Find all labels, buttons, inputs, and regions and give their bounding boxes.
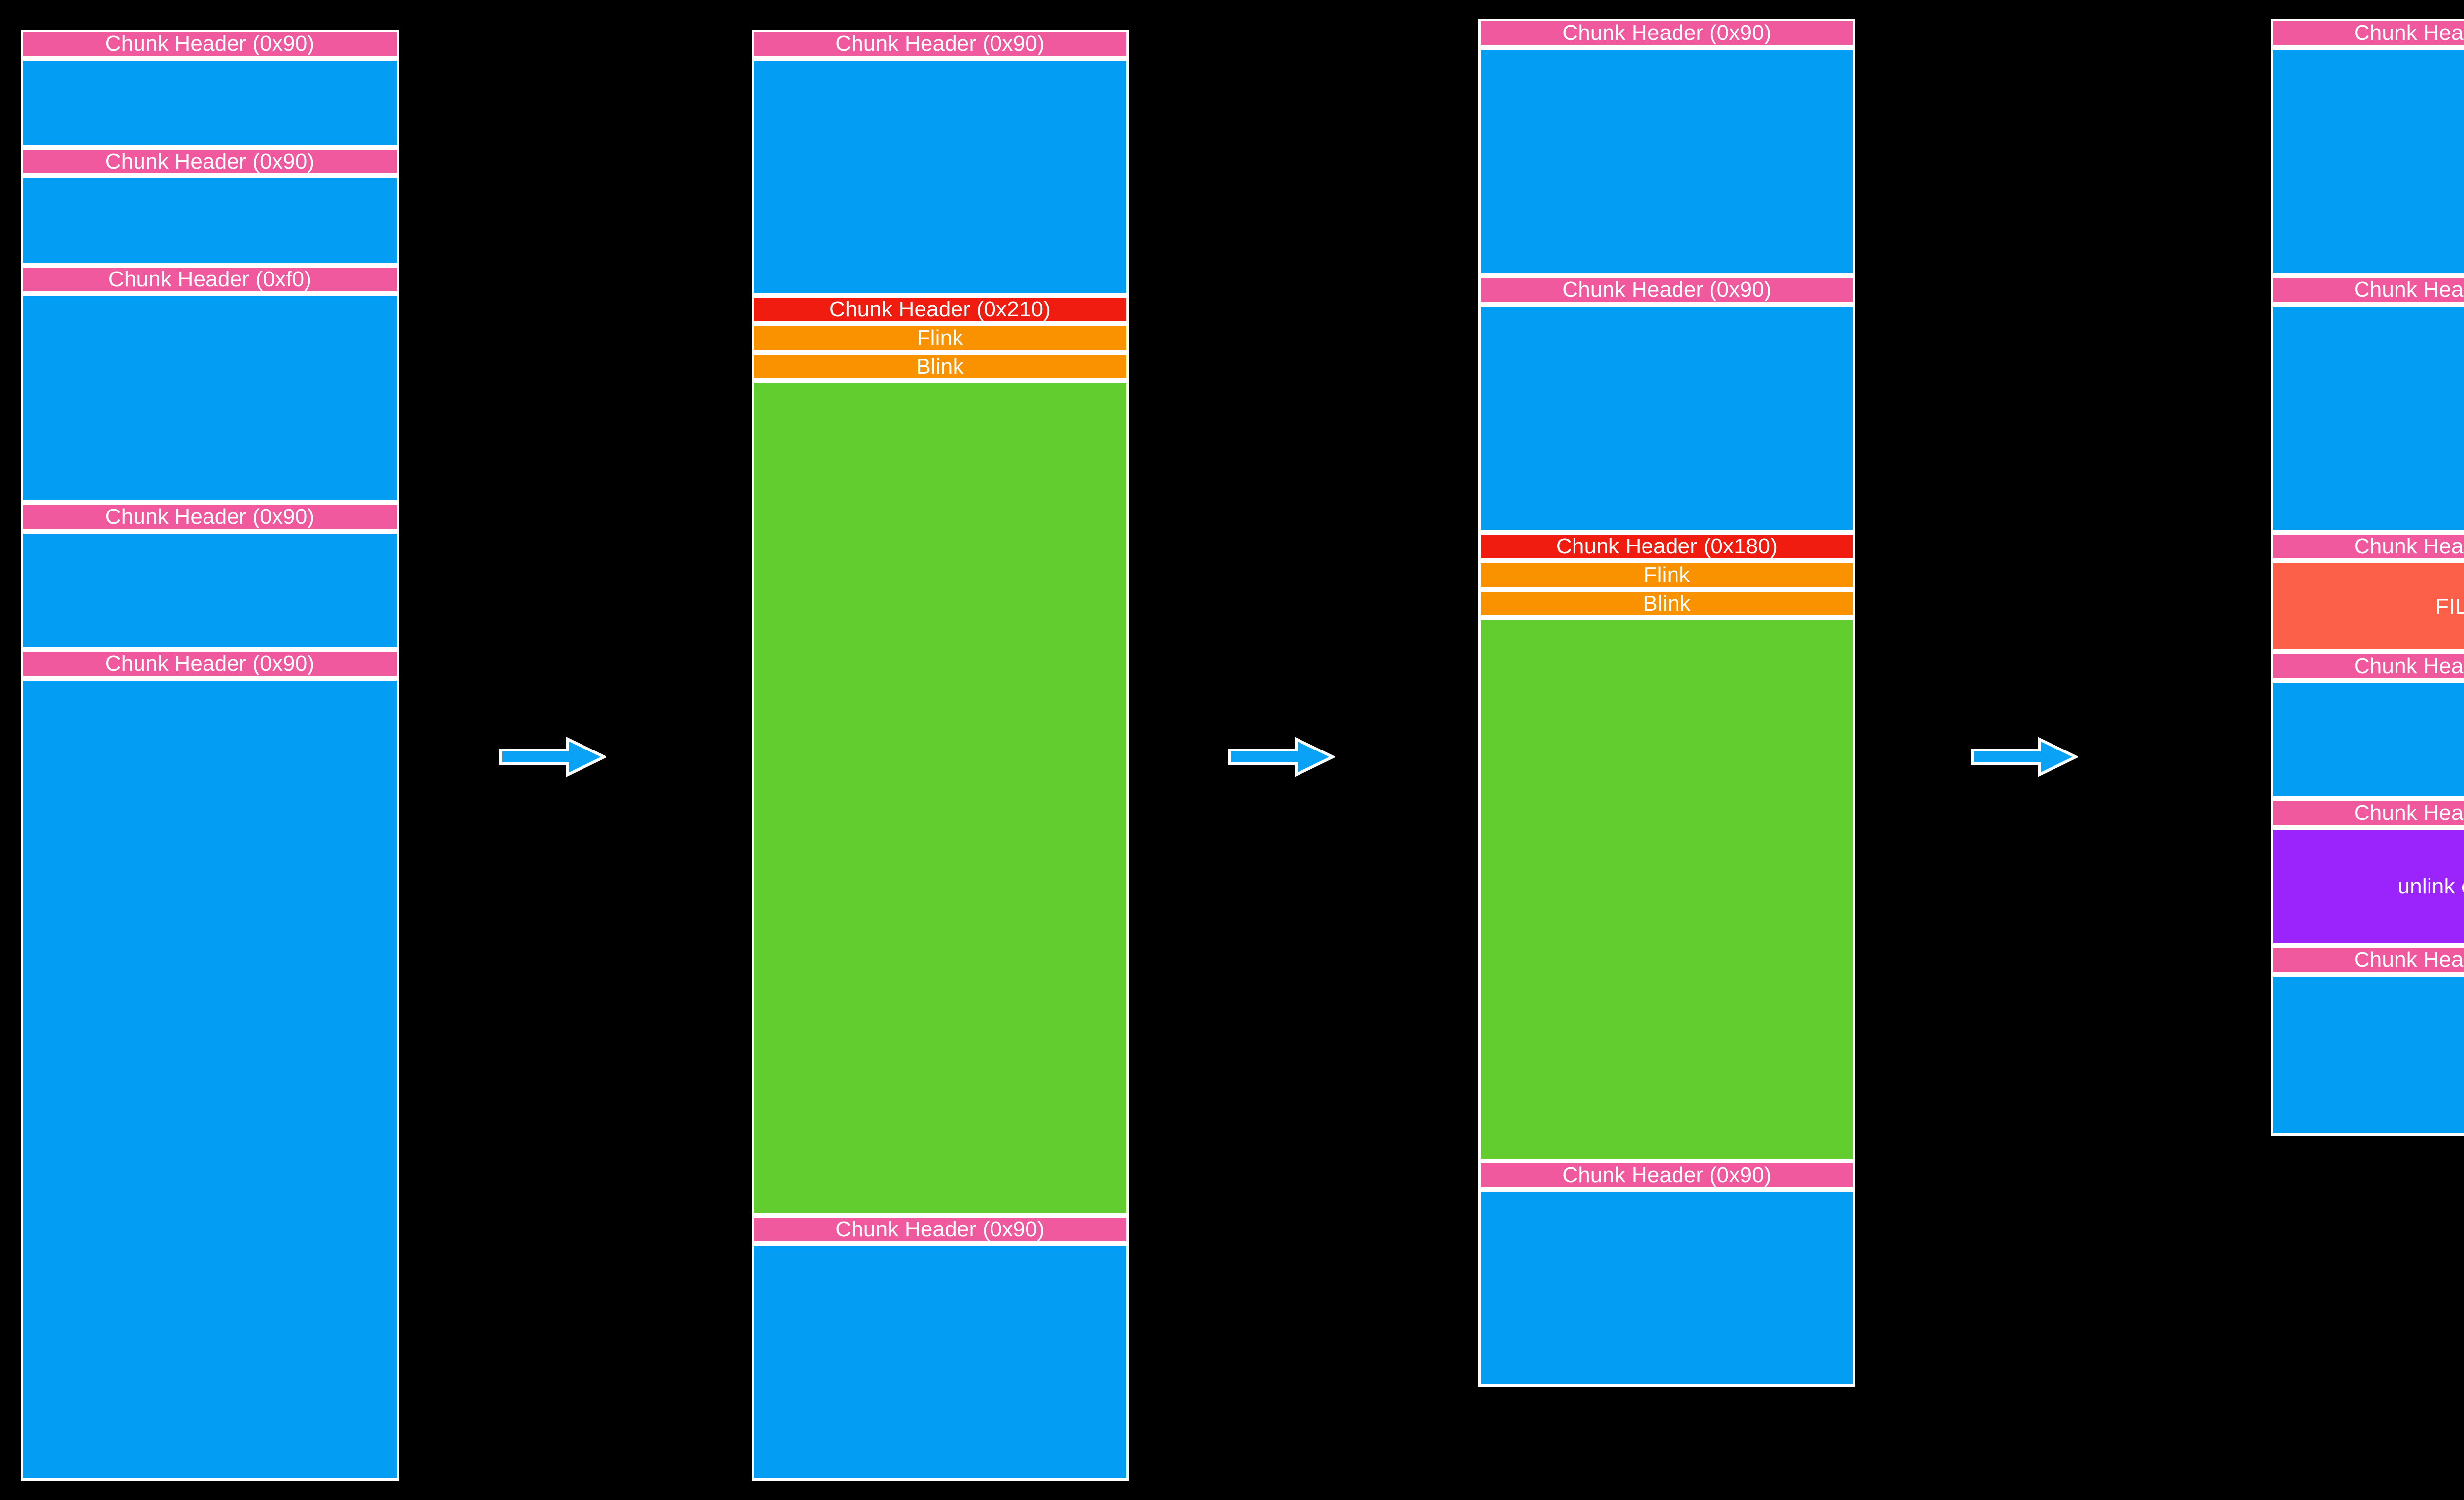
chunk-body-block — [752, 1244, 1129, 1481]
blink-pointer-block: Blink — [1478, 589, 1855, 618]
chunk-body-block — [21, 294, 399, 503]
chunk-header-block: Chunk Header (0x90) — [2271, 19, 2464, 47]
chunk-body-block — [21, 58, 399, 147]
chunk-header-block: Chunk Header (0x90) — [2271, 275, 2464, 304]
chunk-header-block: Chunk Header (0xf0) — [21, 265, 399, 294]
file-struct-block: FILE — [2271, 561, 2464, 652]
chunk-body-block — [21, 531, 399, 649]
chunk-body-block — [1478, 304, 1855, 532]
chunk-body-block — [2271, 681, 2464, 799]
chunk-header-block: Chunk Header (0x90) — [752, 1215, 1129, 1244]
flink-pointer-block: Flink — [752, 324, 1129, 352]
stage-arrow-1 — [499, 736, 606, 778]
chunk-header-block: Chunk Header (0x90) — [1478, 1161, 1855, 1190]
chunk-header-block: Chunk Header (0x90) — [2271, 652, 2464, 681]
chunk-header-block: Chunk Header (0x90) — [1478, 275, 1855, 304]
chunk-body-block — [1478, 47, 1855, 275]
chunk-header-block: Chunk Header (0x90) — [2271, 946, 2464, 974]
stage-2-column: Chunk Header (0x90) Chunk Header (0x210)… — [752, 30, 1129, 1481]
free-space-block — [752, 381, 1129, 1215]
chunk-body-block — [21, 678, 399, 1481]
chunk-header-block: Chunk Header (0x90) — [21, 503, 399, 531]
blink-pointer-block: Blink — [752, 352, 1129, 381]
chunk-body-block — [1478, 1190, 1855, 1387]
stage-arrow-3 — [1970, 736, 2078, 778]
chunk-body-block — [21, 176, 399, 265]
chunk-header-block: Chunk Header (0x90) — [2271, 799, 2464, 827]
stage-3-column: Chunk Header (0x90) Chunk Header (0x90) … — [1478, 19, 1855, 1451]
chunk-body-block — [752, 58, 1129, 295]
freed-chunk-header-block: Chunk Header (0x180) — [1478, 532, 1855, 561]
chunk-header-block: Chunk Header (0x90) — [1478, 19, 1855, 47]
stage-1-column: Chunk Header (0x90) Chunk Header (0x90) … — [21, 30, 399, 1481]
chunk-header-block: Chunk Header (0x90) — [752, 30, 1129, 58]
flink-pointer-block: Flink — [1478, 561, 1855, 589]
chunk-body-block — [2271, 974, 2464, 1136]
chunk-header-block: Chunk Header (0x60) — [2271, 532, 2464, 561]
stage-4-column: Chunk Header (0x90) Chunk Header (0x90) … — [2271, 19, 2464, 1451]
chunk-header-block: Chunk Header (0x90) — [21, 30, 399, 58]
freed-chunk-header-block: Chunk Header (0x210) — [752, 295, 1129, 324]
free-space-block — [1478, 618, 1855, 1161]
chunk-body-block — [2271, 304, 2464, 532]
unlink-chunk-block: unlink chunk — [2271, 827, 2464, 946]
chunk-header-block: Chunk Header (0x90) — [21, 649, 399, 678]
chunk-header-block: Chunk Header (0x90) — [21, 147, 399, 176]
chunk-body-block — [2271, 47, 2464, 275]
stage-arrow-2 — [1227, 736, 1335, 778]
